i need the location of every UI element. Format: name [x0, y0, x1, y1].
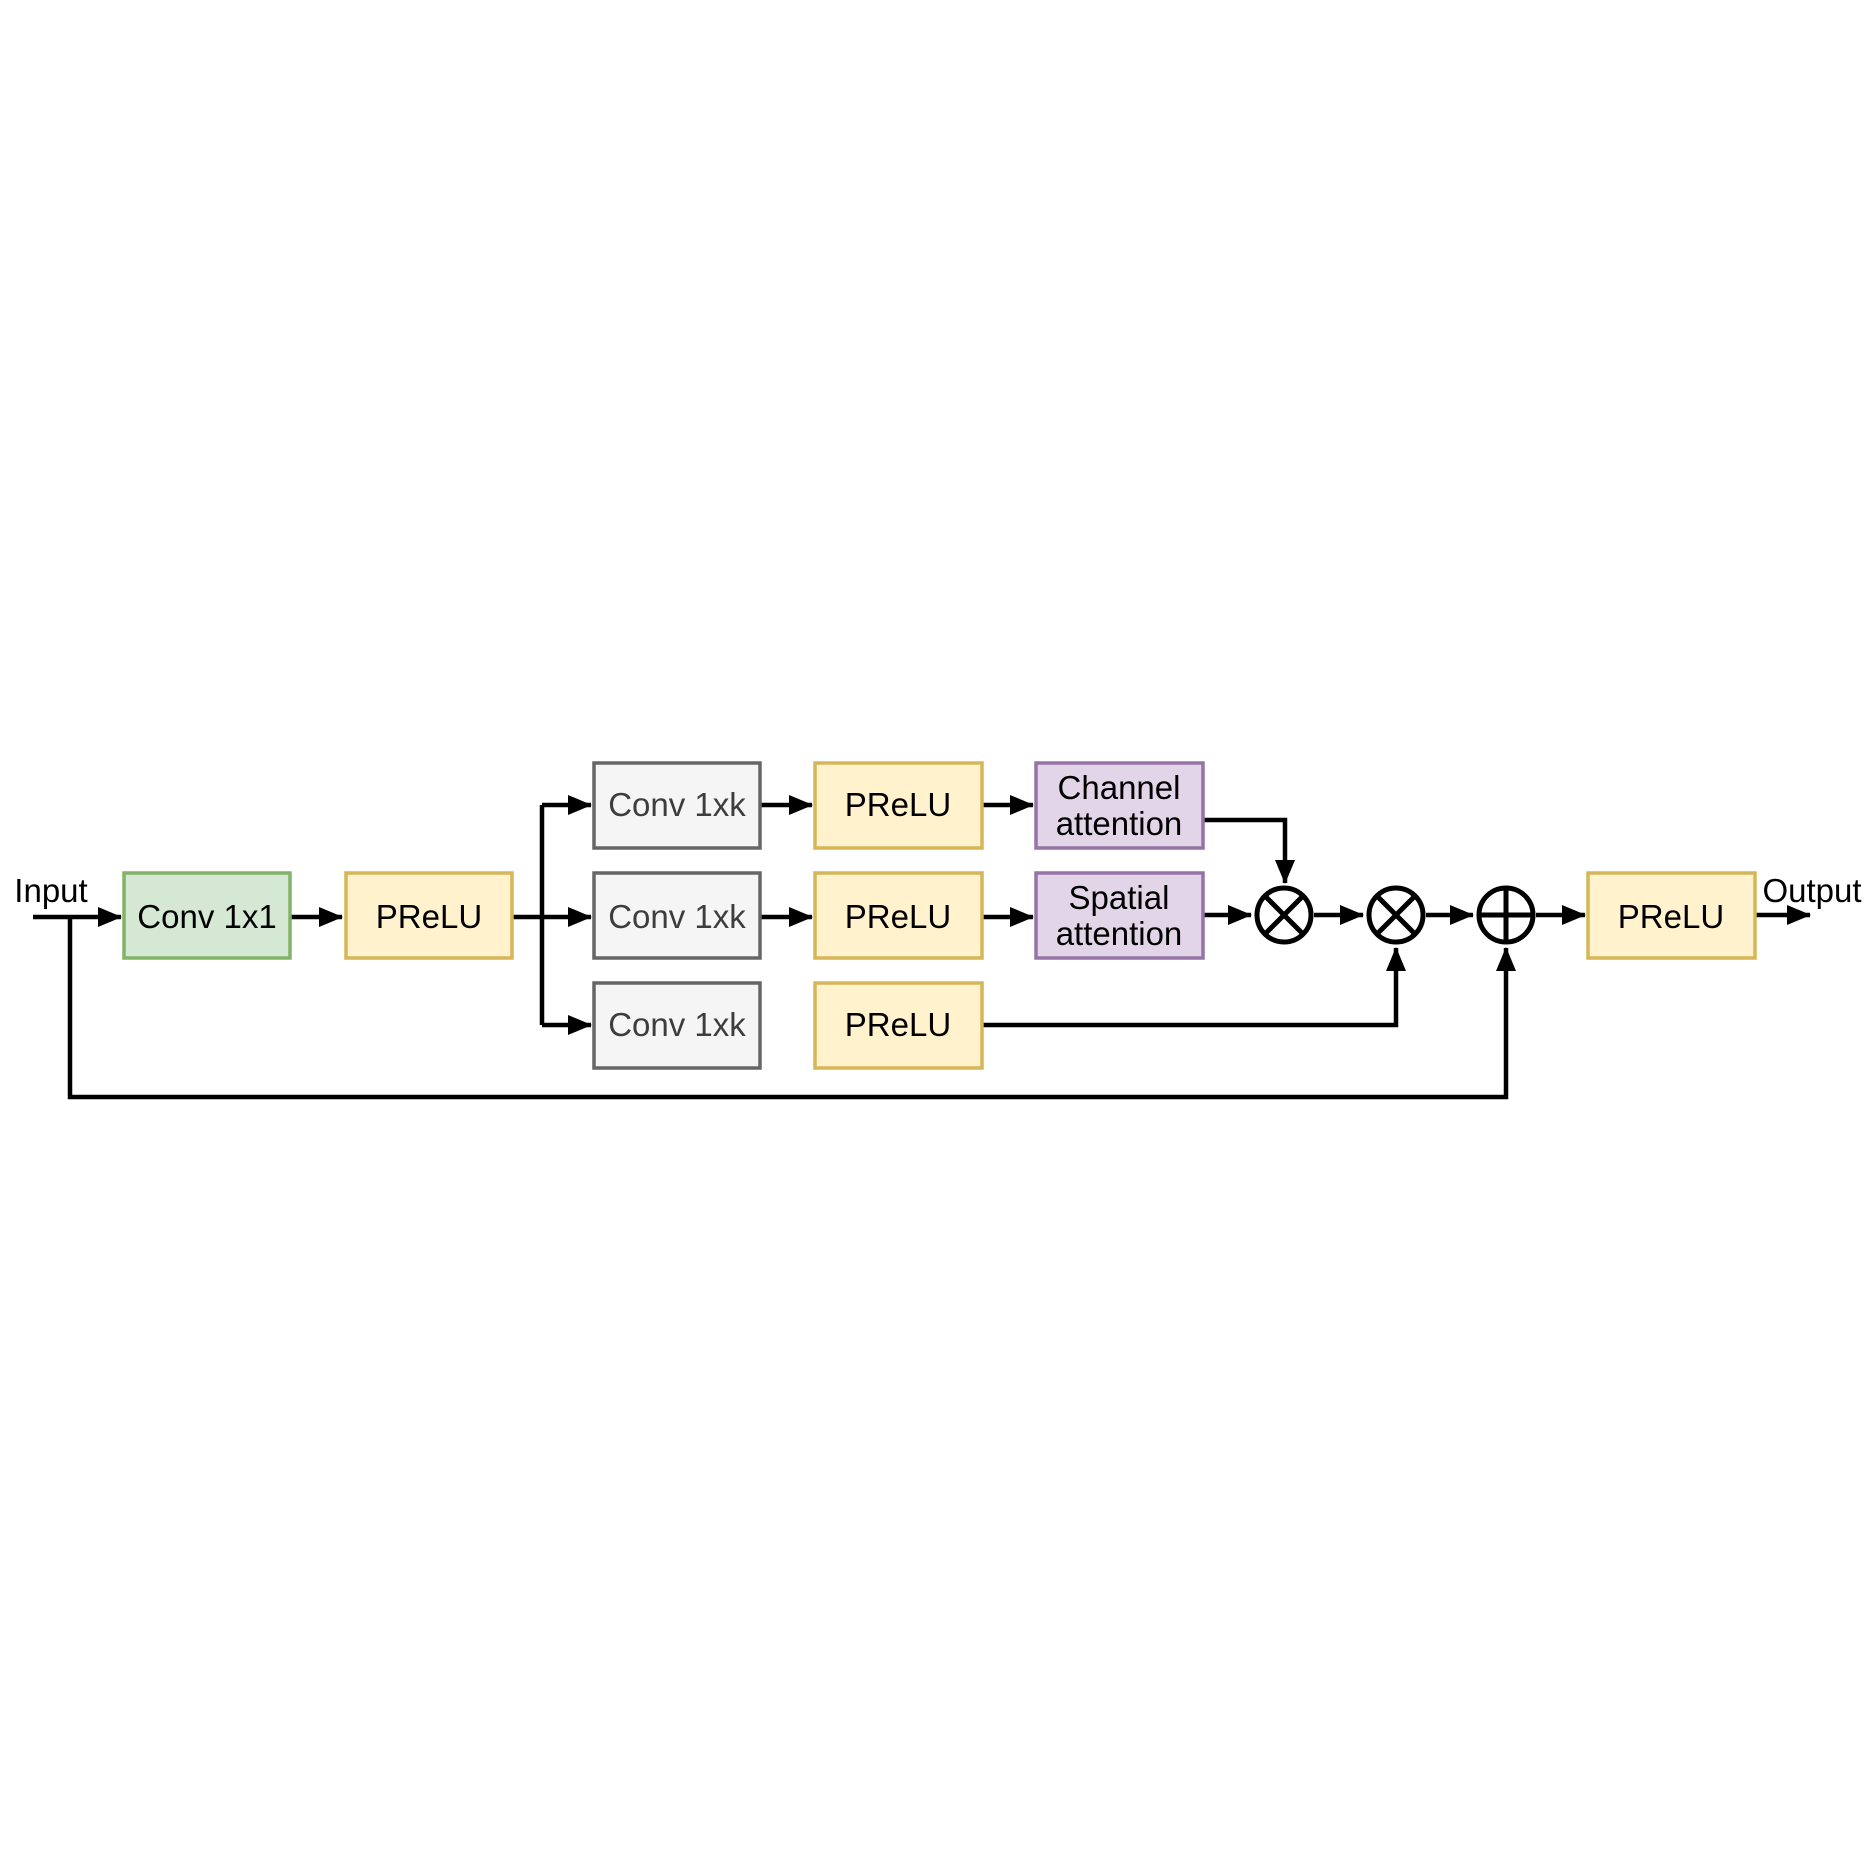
- node-prelu-top: PReLU: [813, 761, 984, 850]
- edge-prelu-bottom-to-multiply2: [982, 947, 1406, 1028]
- node-conv-1x1: Conv 1x1: [122, 871, 292, 960]
- node-channel-attention: Channel attention: [1034, 761, 1205, 850]
- output-label: Output: [1762, 872, 1861, 909]
- node-conv-1xk-mid: Conv 1xk: [592, 871, 762, 960]
- node-spatial-attention-line2: attention: [1056, 915, 1183, 952]
- multiply-icon: [1263, 894, 1305, 936]
- node-prelu-mid-label: PReLU: [845, 898, 951, 935]
- edge-input-skip-to-add: [67, 917, 1516, 1100]
- node-spatial-attention-line1: Spatial: [1069, 879, 1170, 916]
- node-prelu-top-label: PReLU: [845, 786, 951, 823]
- node-conv-1xk-bottom-label: Conv 1xk: [608, 1006, 746, 1043]
- node-channel-attention-line1: Channel: [1058, 769, 1181, 806]
- node-prelu-main-label: PReLU: [376, 898, 482, 935]
- node-conv-1xk-top: Conv 1xk: [592, 761, 762, 850]
- node-channel-attention-line2: attention: [1056, 805, 1183, 842]
- node-conv-1xk-bottom: Conv 1xk: [592, 981, 762, 1070]
- node-conv-1xk-mid-label: Conv 1xk: [608, 898, 746, 935]
- multiply-icon: [1375, 894, 1417, 936]
- node-prelu-mid: PReLU: [813, 871, 984, 960]
- multiply-operator-1: [1254, 885, 1314, 945]
- node-prelu-main: PReLU: [344, 871, 514, 960]
- node-prelu-bottom-label: PReLU: [845, 1006, 951, 1043]
- plus-icon: [1479, 888, 1533, 942]
- node-conv-1x1-label: Conv 1x1: [137, 898, 276, 935]
- node-prelu-output: PReLU: [1586, 871, 1757, 960]
- node-conv-1xk-top-label: Conv 1xk: [608, 786, 746, 823]
- input-label: Input: [14, 872, 87, 909]
- node-spatial-attention: Spatial attention: [1034, 871, 1205, 960]
- edge-channel-attention-to-multiply1: [1203, 817, 1295, 884]
- node-prelu-output-label: PReLU: [1618, 898, 1724, 935]
- multiply-operator-2: [1366, 885, 1426, 945]
- node-prelu-bottom: PReLU: [813, 981, 984, 1070]
- add-operator: [1476, 885, 1536, 945]
